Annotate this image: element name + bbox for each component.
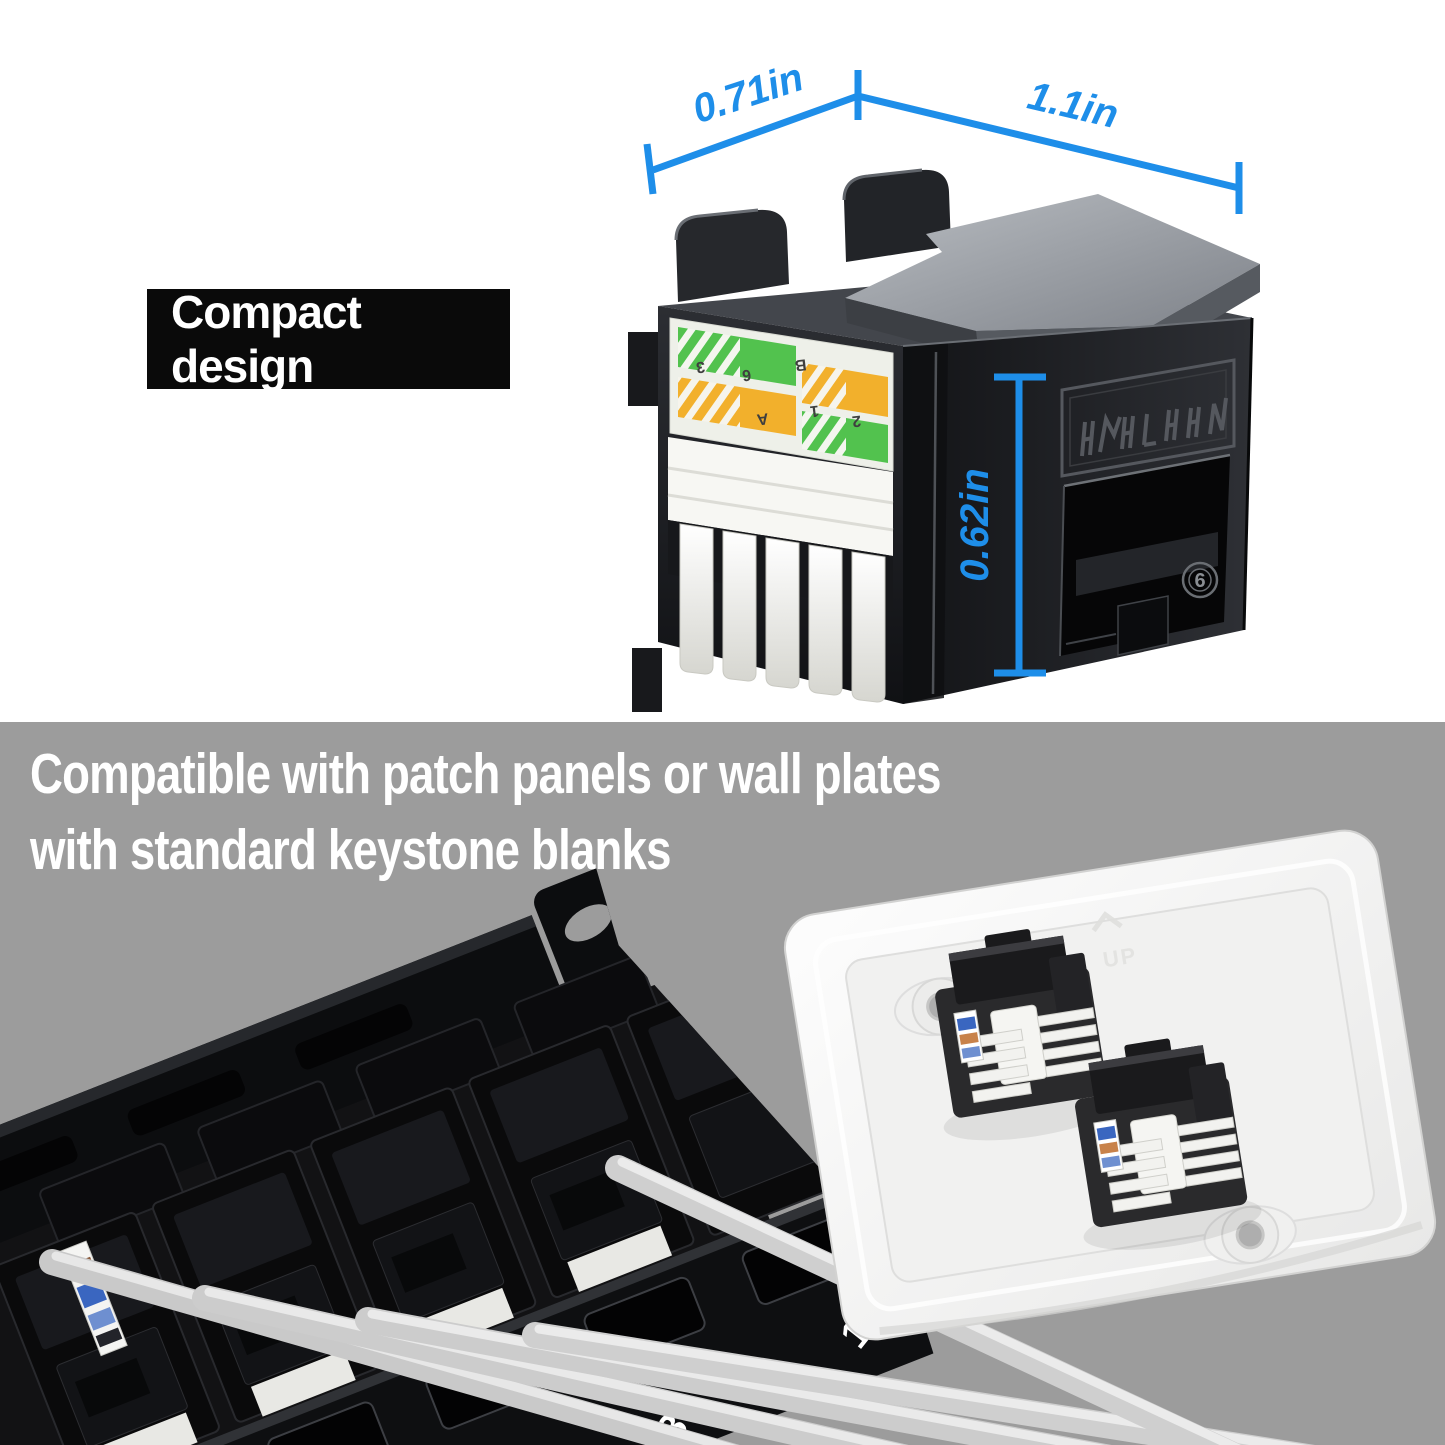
- rear-jack-row: [39, 955, 659, 1245]
- spring-tab: [628, 332, 662, 406]
- compact-design-label: Compact design: [171, 286, 362, 392]
- category-6-marking: 6: [1181, 561, 1219, 599]
- section-headline: Compatible with patch panels or wall pla…: [30, 736, 942, 888]
- wire-digit: A: [755, 409, 769, 427]
- dimension-label-side: 1.1in: [1024, 74, 1123, 137]
- wire-digit: B: [794, 355, 808, 373]
- up-marking-text: UP: [1101, 942, 1139, 972]
- mounting-hole: [564, 904, 612, 942]
- ethernet-cables: [39, 1155, 1316, 1445]
- wall-plate: UP: [783, 829, 1437, 1341]
- dimension-width-side: [857, 92, 1243, 214]
- spring-tab: [632, 648, 662, 712]
- jack-front-face: 6: [902, 317, 1254, 704]
- headline-line-1: Compatible with patch panels or wall pla…: [30, 742, 942, 806]
- up-marking: UP: [1091, 911, 1139, 972]
- wire-digit: 6: [741, 365, 752, 383]
- dimension-label-height: 0.62in: [953, 468, 997, 581]
- cable: [522, 1322, 1316, 1445]
- category-6-digit: 6: [1194, 570, 1205, 592]
- cable: [355, 1307, 1112, 1445]
- rj45-port: [1059, 453, 1231, 657]
- wire-digit: 2: [851, 411, 862, 429]
- headline-line-2: with standard keystone blanks: [30, 818, 672, 882]
- mounted-keystone-jack: [935, 929, 1122, 1141]
- cable: [192, 1285, 909, 1445]
- wiring-label: 3 6 B A 1 2: [669, 317, 894, 472]
- keystone-jack-hero: 3 6 B A 1 2: [628, 168, 1260, 712]
- punch-down-block: [667, 437, 894, 703]
- mounted-keystone-jack: [1075, 1038, 1262, 1250]
- latch-clip: [842, 168, 951, 262]
- brand-emboss: [1060, 358, 1236, 478]
- dimension-height: [994, 373, 1046, 677]
- latch-clip: [674, 208, 789, 302]
- jack-wire-label: [1093, 1118, 1124, 1173]
- screw-post: [1203, 1205, 1297, 1265]
- compact-design-badge: Compact design: [147, 286, 510, 392]
- wire-digit: 1: [809, 401, 820, 419]
- dimension-width-front: [643, 70, 862, 195]
- wire-digit: 3: [695, 357, 706, 375]
- jack-wire-label: [953, 1009, 985, 1064]
